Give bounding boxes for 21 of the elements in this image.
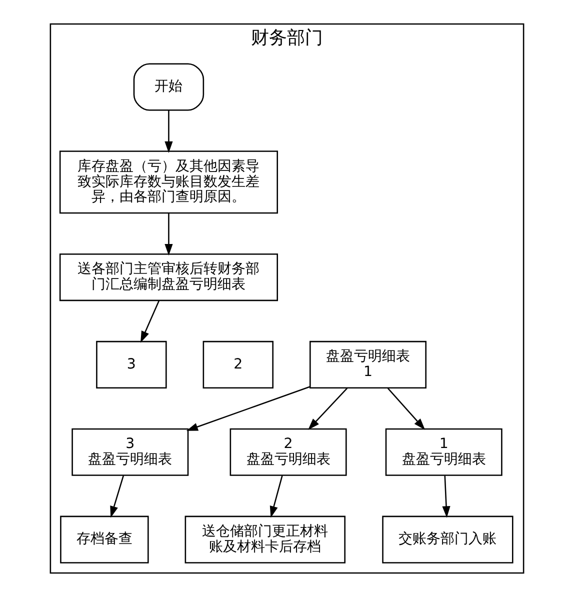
arrow — [110, 476, 124, 518]
node-box: 开始 — [132, 63, 204, 111]
node-box: 送各部门主管审核后转财务部门汇总编制盘盈亏明细表 — [58, 254, 278, 302]
arrow — [164, 213, 172, 256]
arrow — [186, 386, 310, 431]
node-box: 3 盘盈亏明细表 — [71, 428, 188, 476]
node-box: 交账务部门入账 — [382, 516, 513, 564]
node-box: 存档备查 — [60, 516, 148, 564]
arrow — [386, 388, 425, 430]
node-box: 盘盈亏明细表 1 — [309, 340, 426, 388]
node-box: 3 — [96, 340, 166, 388]
node-box: 2 — [202, 340, 273, 388]
node-box: 库存盘盈（亏）及其他因素导致实际库存数与账目数发生差异，由各部门查明原因。 — [58, 150, 278, 214]
arrow — [164, 110, 172, 153]
arrow — [308, 388, 348, 430]
arrow — [140, 300, 159, 343]
node-box: 2 盘盈亏明细表 — [229, 428, 346, 476]
arrow — [269, 476, 282, 518]
node-box: 送仓储部门更正材料账及材料卡后存档 — [184, 516, 345, 564]
node-box: 1 盘盈亏明细表 — [384, 428, 502, 476]
arrow — [442, 476, 450, 518]
